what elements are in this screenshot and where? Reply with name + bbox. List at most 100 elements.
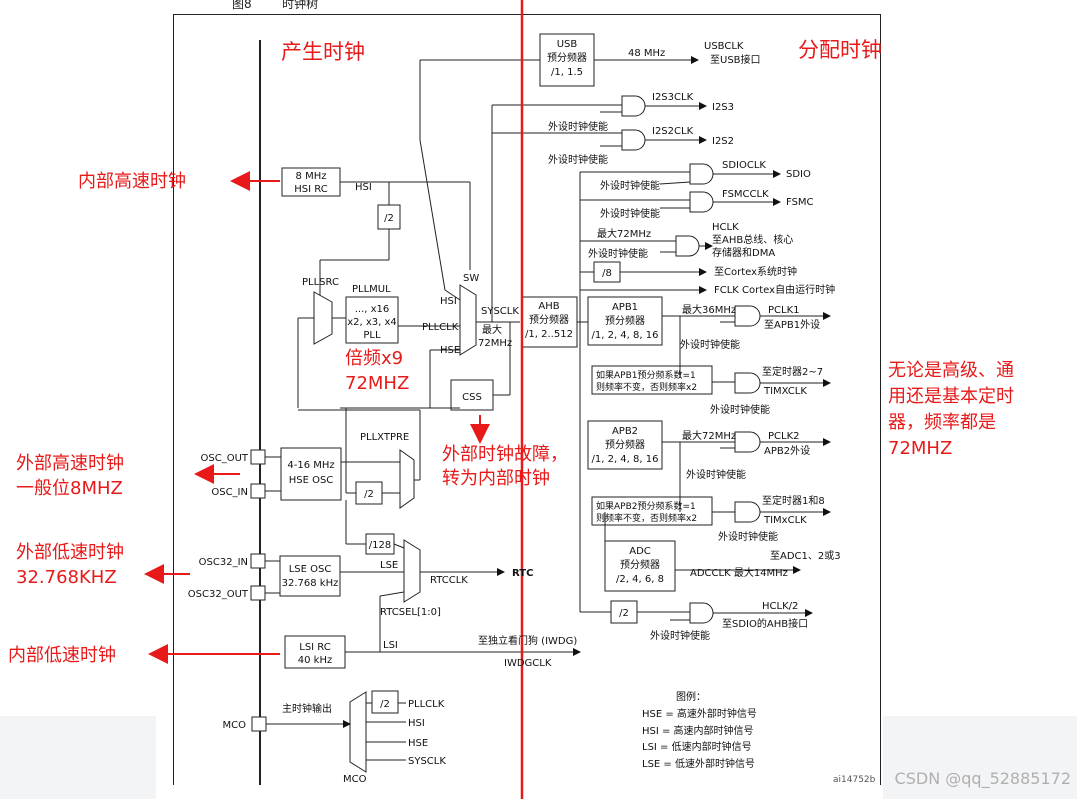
sdio-enable: 外设时钟使能	[600, 179, 660, 192]
fclk-label: FCLK Cortex自由运行时钟	[714, 283, 835, 296]
hsi-label: HSI	[355, 182, 372, 193]
fsmc-label: FSMC	[786, 197, 814, 208]
timer18-label: 至定时器1和8	[762, 494, 825, 507]
hsirc-name: HSI RC	[294, 184, 327, 195]
pclk2-to: APB2外设	[764, 445, 810, 457]
adcclk-label: ADCCLK 最大14MHz	[690, 566, 788, 579]
usbclk-label: USBCLK	[704, 41, 744, 52]
timx1-line1: 如果APB1预分频系数=1	[596, 369, 696, 381]
legend-item-1: HSI = 高速内部时钟信号	[642, 724, 754, 737]
adc-title: ADC	[629, 546, 651, 557]
i2s2-enable: 外设时钟使能	[548, 153, 608, 166]
legend-title: 图例：	[676, 690, 706, 703]
sysclk-label: SYSCLK	[481, 306, 519, 317]
rtcsel-label: RTCSEL[1:0]	[380, 607, 441, 618]
tim1clk-label: TIMxCLK	[763, 515, 807, 526]
annotation-hse-line1: 外部高速时钟	[16, 453, 124, 474]
usb-freq: 48 MHz	[628, 48, 665, 59]
timx1-line2: 则频率不变，否则频率x2	[596, 381, 697, 393]
hseosc-freq: 4-16 MHz	[287, 460, 334, 471]
adc-prescaler: 预分频器	[620, 558, 660, 571]
sw-hsi: HSI	[440, 296, 457, 307]
annotation-lse-line1: 外部低速时钟	[16, 542, 124, 563]
annotation-css-line2: 转为内部时钟	[442, 468, 550, 489]
i2s3-enable: 外设时钟使能	[548, 120, 608, 133]
i2s3-label: I2S3	[712, 102, 734, 113]
mco-hse: HSE	[408, 738, 428, 749]
sw-hse: HSE	[440, 345, 460, 356]
annotation-lsi: 内部低速时钟	[8, 645, 116, 666]
ahb-prescaler: 预分频器	[529, 313, 569, 326]
i2s2clk-label: I2S2CLK	[652, 126, 694, 137]
timx1-enable: 外设时钟使能	[710, 403, 770, 416]
apb2-max: 最大72MHz	[682, 429, 736, 442]
pll-line1: ..., x16	[355, 304, 390, 315]
lsirc-freq: 40 kHz	[298, 655, 332, 666]
pclk2-label: PCLK2	[768, 431, 800, 442]
usb-ratio: /1, 1.5	[551, 67, 583, 78]
div8-label: /8	[602, 268, 612, 279]
sdioclk-label: SDIOCLK	[722, 160, 766, 171]
lsi-label: LSI	[383, 640, 398, 651]
figure-title: 时钟树	[282, 0, 319, 11]
apb2-prescaler: 预分频器	[605, 438, 645, 451]
pclk1-to: 至APB1外设	[764, 319, 820, 331]
annotation-css-line1: 外部时钟故障，	[442, 444, 568, 465]
pllsrc-label: PLLSRC	[302, 277, 339, 288]
cortex-label: 至Cortex系统时钟	[714, 265, 797, 278]
timx2-line1: 如果APB2预分频系数=1	[596, 500, 696, 512]
apb1-prescaler: 预分频器	[605, 314, 645, 327]
rtcclk-label: RTCCLK	[430, 575, 468, 586]
timx2-enable: 外设时钟使能	[718, 530, 778, 543]
sysclk-max1: 最大	[482, 323, 502, 336]
usb-title: USB	[557, 39, 578, 50]
legend-item-2: LSI = 低速内部时钟信号	[642, 740, 752, 753]
hseosc-name: HSE OSC	[289, 475, 334, 486]
annotation-hsi: 内部高速时钟	[78, 171, 186, 192]
apb2-enable: 外设时钟使能	[686, 468, 746, 481]
timer27-label: 至定时器2~7	[762, 365, 823, 378]
div2-mco: /2	[380, 699, 390, 710]
timxclk-label: TIMXCLK	[763, 386, 807, 397]
iwdgclk-label: IWDGCLK	[504, 658, 552, 669]
apb1-title: APB1	[612, 302, 638, 313]
watermark: CSDN @qq_52885172	[894, 769, 1071, 788]
apb1-ratio: /1, 2, 4, 8, 16	[592, 330, 659, 341]
mco-hsi: HSI	[408, 718, 425, 729]
lseosc-name: LSE OSC	[289, 564, 332, 575]
pllmul-label: PLLMUL	[352, 284, 391, 295]
usb-prescaler: 预分频器	[547, 51, 587, 64]
css-label: CSS	[462, 392, 482, 403]
annotation-distribute-clock: 分配时钟	[798, 38, 882, 62]
div2-hclk2: /2	[619, 608, 629, 619]
annotation-timer-line1: 无论是高级、通	[888, 360, 1014, 381]
hclk-to-1: 至AHB总线、核心	[712, 233, 793, 246]
sw-pllclk: PLLCLK	[422, 322, 459, 333]
annotation-produce-clock: 产生时钟	[281, 40, 365, 64]
apb1-enable: 外设时钟使能	[680, 338, 740, 351]
mco-sysclk: SYSCLK	[408, 756, 446, 767]
apb2-ratio: /1, 2, 4, 8, 16	[592, 454, 659, 465]
annotation-pll-line1: 倍频x9	[345, 348, 404, 369]
sw-label: SW	[463, 273, 479, 284]
adc-ratio: /2, 4, 6, 8	[616, 574, 664, 585]
figure-code: ai14752b	[833, 775, 876, 785]
osc32-in-label: OSC32_IN	[199, 557, 248, 568]
fsmcclk-label: FSMCCLK	[722, 189, 769, 200]
hclk2-label: HCLK/2	[762, 601, 798, 612]
annotation-lse-line2: 32.768KHZ	[16, 567, 117, 588]
div2-hsi: /2	[384, 213, 394, 224]
fsmc-enable: 外设时钟使能	[600, 207, 660, 220]
pll-line3: PLL	[363, 330, 381, 341]
mco-label: MCO	[223, 720, 247, 731]
annotation-timer-line3: 器，频率都是	[888, 412, 996, 433]
lsirc-name: LSI RC	[299, 642, 330, 653]
mco-pllclk: PLLCLK	[408, 699, 445, 710]
figure-caption: 图8 时钟树	[232, 0, 318, 12]
mco-output-label: 主时钟输出	[282, 702, 332, 715]
hclk2-to: 至SDIO的AHB接口	[722, 617, 808, 630]
ahb-title: AHB	[538, 301, 559, 312]
i2s2-label: I2S2	[712, 136, 734, 147]
pllxtpre-label: PLLXTPRE	[360, 432, 409, 443]
